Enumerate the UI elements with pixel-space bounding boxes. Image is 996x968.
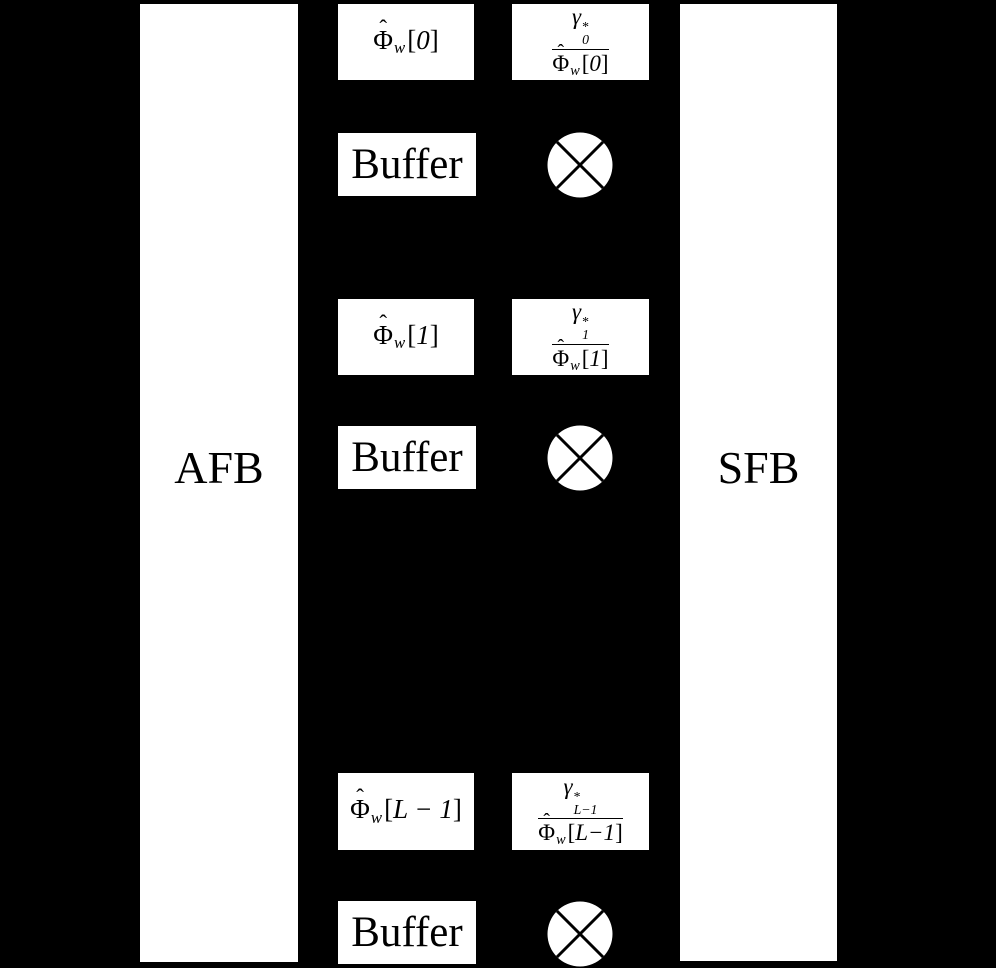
circled-times-icon — [547, 132, 613, 198]
sfb-label: SFB — [717, 442, 800, 493]
buffer-label-L-1: Buffer — [351, 909, 463, 956]
multiplier-node-L-1 — [547, 901, 613, 967]
buffer-box-1: Buffer — [338, 426, 476, 489]
buffer-label-0: Buffer — [351, 141, 463, 188]
sfb-block: SFB — [680, 4, 837, 961]
fraction-bar — [552, 343, 609, 345]
buffer-box-L-1: Buffer — [338, 901, 476, 964]
multiplier-node-0 — [547, 132, 613, 198]
buffer-label-1: Buffer — [351, 434, 463, 481]
circled-times-icon — [547, 901, 613, 967]
afb-block: AFB — [140, 4, 298, 962]
fraction-bar — [552, 48, 609, 50]
fraction-bar — [538, 818, 623, 820]
circled-times-icon — [547, 425, 613, 491]
afb-label: AFB — [174, 442, 264, 493]
multiplier-node-1 — [547, 425, 613, 491]
buffer-box-0: Buffer — [338, 133, 476, 196]
